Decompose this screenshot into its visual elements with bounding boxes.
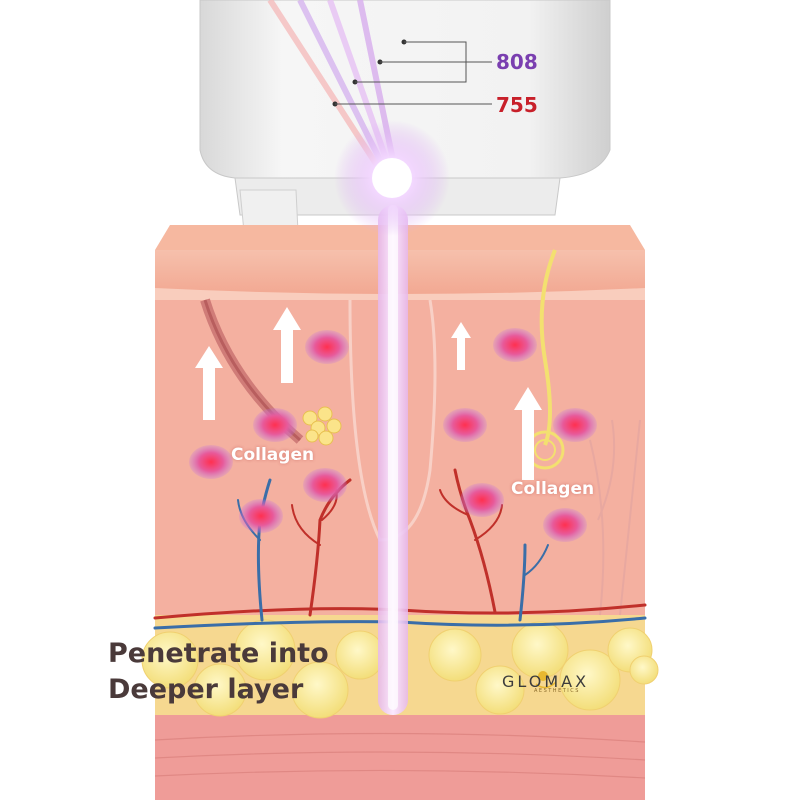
up-arrow-icon [195,346,223,420]
wavelength-808-label: 808 [496,50,538,74]
collagen-dot [443,408,487,442]
wavelength-755-label: 755 [496,93,538,117]
up-arrow-icon [451,322,471,370]
collagen-dot [305,330,349,364]
fat-cells [141,619,659,719]
penetration-caption: Penetrate into Deeper layer [108,636,368,708]
upward-arrows [195,307,542,480]
handpiece [199,0,611,233]
brand-logo-mark [535,671,557,689]
collagen-dot [543,508,587,542]
collagen-dot [303,468,347,502]
collagen-label-right: Collagen [511,479,595,499]
collagen-dot [493,328,537,362]
collagen-dot [253,408,297,442]
up-arrow-icon [514,387,542,480]
caption-line-1: Penetrate into [108,638,329,669]
collagen-dot [460,483,504,517]
collagen-label-left: Collagen [231,445,315,465]
collagen-dot [189,445,233,479]
wavelength-callouts [332,39,492,107]
up-arrow-icon [273,307,301,383]
brand-name: GLOMAX [502,672,590,691]
collagen-dots [189,328,597,542]
laser-beam [334,120,450,715]
collagen-dot [553,408,597,442]
faint-vessels [589,419,641,616]
collagen-dot [239,499,283,533]
brand-tagline: AESTHETICS [534,688,580,694]
caption-line-2: Deeper layer [108,674,304,705]
